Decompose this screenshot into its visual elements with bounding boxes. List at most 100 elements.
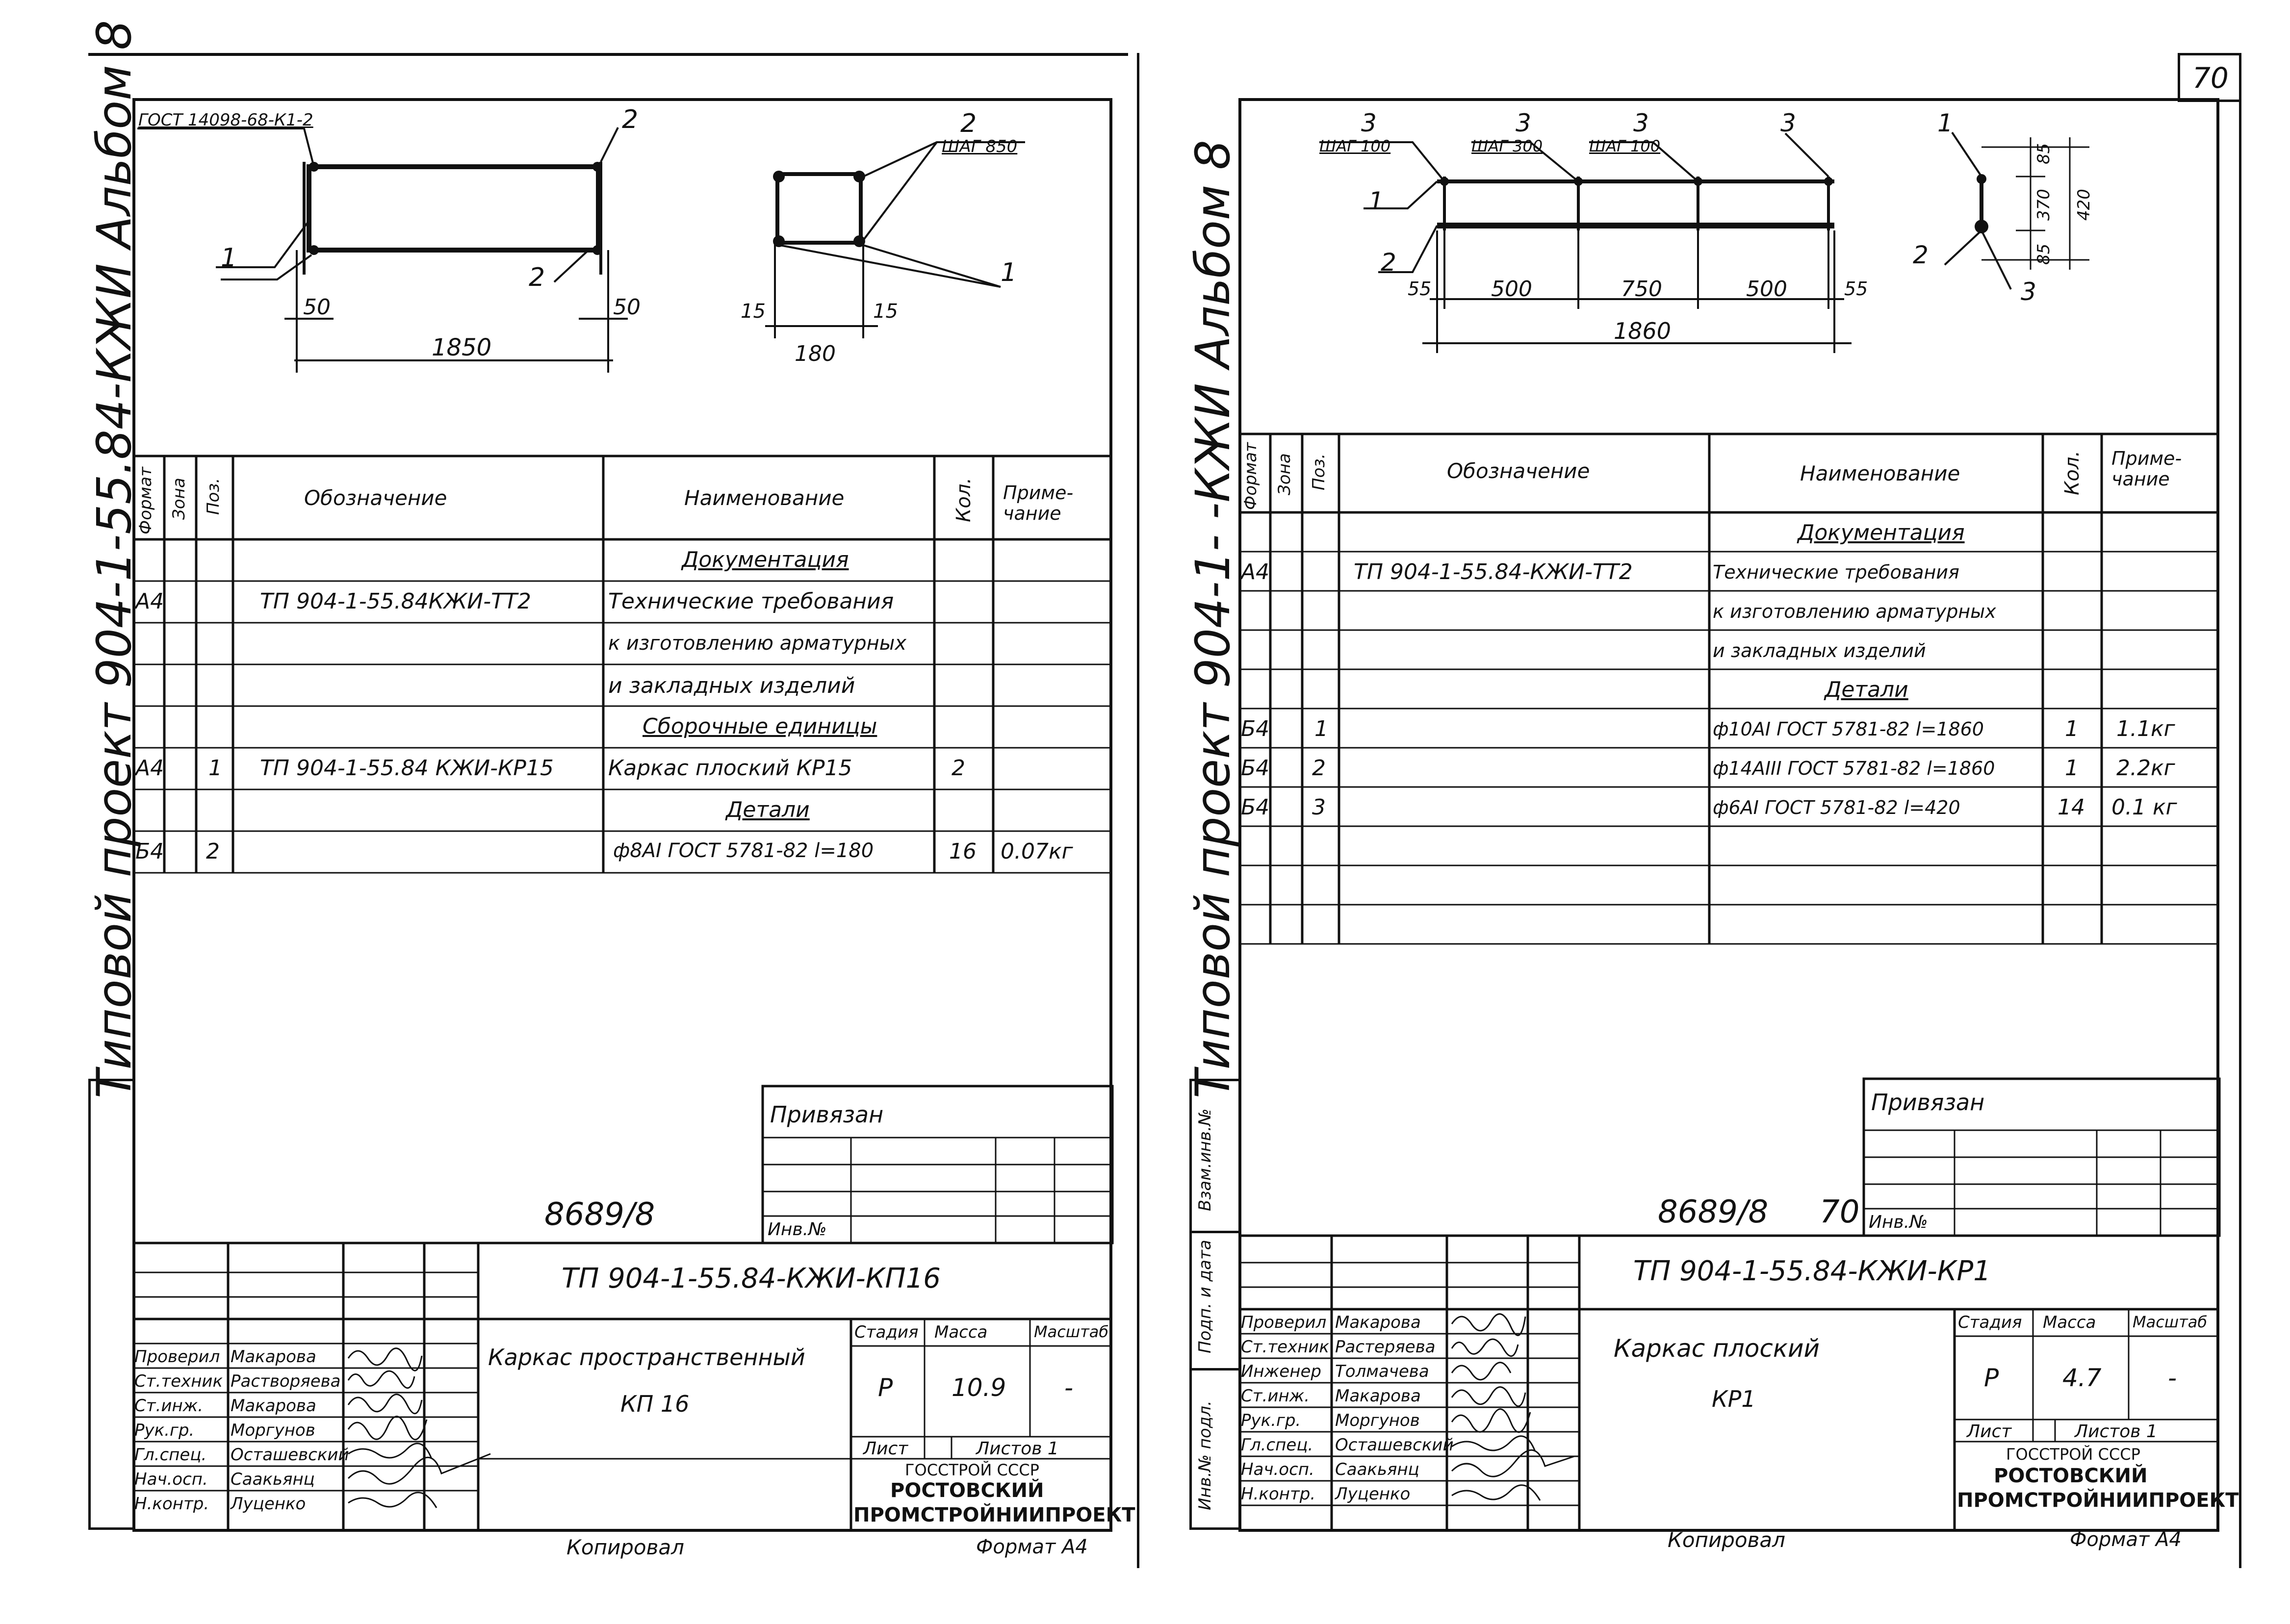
row-pos: 1 <box>208 756 222 781</box>
person-role: Ст.техник <box>1241 1337 1330 1357</box>
right-stage-label: Стадия <box>1958 1313 2022 1332</box>
person-role: Рук.гр. <box>1241 1411 1301 1430</box>
left-step-note: ШАГ 850 <box>942 137 1018 156</box>
right-dim-500b: 500 <box>1746 277 1787 302</box>
right-mass: 4.7 <box>2062 1364 2102 1392</box>
left-callout-2b: 2 <box>529 263 545 292</box>
row-name: ф14АIII ГОСТ 5781-82 l=1860 <box>1713 758 1995 779</box>
row-pos: 2 <box>206 839 220 864</box>
left-org-2: РОСТОВСКИЙ <box>890 1479 1044 1502</box>
person-name: Луценко <box>1335 1484 1411 1504</box>
row-name: к изготовлению арматурных <box>608 632 907 655</box>
row-name: и закладных изделий <box>608 673 855 698</box>
row-name: ф10АI ГОСТ 5781-82 l=1860 <box>1713 718 1984 740</box>
right-c3c-step: ШАГ 100 <box>1589 137 1661 155</box>
right-hdr-name: Наименование <box>1800 461 1960 485</box>
row-name: Документация <box>1798 520 1965 545</box>
left-sheets-label: Листов 1 <box>976 1439 1059 1459</box>
right-hdr-note: Приме-чание <box>2111 448 2182 490</box>
right-dim-750: 750 <box>1621 277 1662 302</box>
person-role: Инженер <box>1241 1362 1321 1381</box>
right-dim-55b: 55 <box>1844 278 1868 300</box>
left-dim-180: 180 <box>795 341 836 366</box>
left-hdr-name: Наименование <box>684 486 845 510</box>
row-name: Технические требования <box>1713 561 1959 583</box>
row-format: А4 <box>135 589 164 614</box>
person-name: Осташевский <box>1335 1435 1454 1455</box>
left-copied: Копировал <box>566 1535 684 1559</box>
person-name: Осташевский <box>231 1445 349 1465</box>
right-dim-500a: 500 <box>1491 277 1532 302</box>
row-qty: 1 <box>2065 756 2079 781</box>
person-name: Макарова <box>1335 1386 1421 1406</box>
person-name: Моргунов <box>231 1421 315 1440</box>
row-note: 1.1кг <box>2116 716 2175 741</box>
left-sheet-label: Лист <box>863 1439 908 1459</box>
left-dim-1850: 1850 <box>432 334 492 361</box>
person-name: Макарова <box>231 1347 316 1367</box>
right-tp-code: ТП 904-1-55.84-КЖИ-КР1 <box>1633 1255 1991 1287</box>
top-rule <box>88 53 1128 56</box>
row-note: 2.2кг <box>2116 756 2175 781</box>
left-gost-note: ГОСТ 14098-68-К1-2 <box>138 110 313 130</box>
left-dim-15b: 15 <box>873 300 898 323</box>
person-role: Рук.гр. <box>134 1421 195 1440</box>
right-hdr-designation: Обозначение <box>1447 459 1590 483</box>
row-format: Б4 <box>1241 795 1270 820</box>
right-c2: 2 <box>1381 248 1396 277</box>
left-title-2: КП 16 <box>620 1391 690 1417</box>
person-name: Растворяева <box>231 1371 341 1391</box>
page-number: 70 <box>2192 61 2229 95</box>
person-role: Ст.техник <box>134 1371 223 1391</box>
row-format: Б4 <box>1241 716 1270 741</box>
row-qty: 16 <box>949 839 977 864</box>
person-role: Гл.спец. <box>1241 1435 1313 1455</box>
right-mass-label: Масса <box>2043 1313 2096 1332</box>
row-designation: ТП 904-1-55.84КЖИ-ТТ2 <box>260 589 531 614</box>
right-org-1: ГОССТРОЙ СССР <box>2006 1445 2140 1464</box>
left-org-1: ГОССТРОЙ СССР <box>905 1461 1039 1479</box>
right-sheet-num: 70 <box>1820 1194 1860 1230</box>
right-scale: - <box>2168 1364 2177 1392</box>
left-callout-2c: 2 <box>960 109 977 138</box>
right-c3b-step: ШАГ 300 <box>1471 137 1543 155</box>
right-format: Формат А4 <box>2070 1528 2182 1551</box>
left-inv-no: Инв.№ <box>768 1219 827 1240</box>
left-sheet-code: 8689/8 <box>544 1196 655 1233</box>
row-name: Сборочные единицы <box>643 714 877 739</box>
person-name: Толмачева <box>1335 1362 1429 1381</box>
right-sheets-label: Листов 1 <box>2075 1421 2158 1442</box>
row-designation: ТП 904-1-55.84 КЖИ-КР15 <box>260 756 554 781</box>
right-org-3: ПРОМСТРОЙНИИПРОЕКТ <box>1957 1489 2239 1512</box>
person-role: Гл.спец. <box>134 1445 207 1465</box>
person-role: Ст.инж. <box>1241 1386 1310 1406</box>
left-scale: - <box>1064 1373 1074 1402</box>
row-name: Документация <box>682 547 849 572</box>
right-c3a-step: ШАГ 100 <box>1319 137 1391 155</box>
row-name: Каркас плоский КР15 <box>608 756 852 781</box>
right-dim-55a: 55 <box>1408 278 1432 300</box>
left-dim-50b: 50 <box>613 295 641 320</box>
person-role: Н.контр. <box>1241 1484 1316 1504</box>
row-pos: 1 <box>1314 716 1328 741</box>
right-copied: Копировал <box>1668 1528 1785 1552</box>
person-name: Растеряева <box>1335 1337 1436 1357</box>
row-name: Детали <box>726 797 810 822</box>
row-name: ф6АI ГОСТ 5781-82 l=420 <box>1713 797 1960 818</box>
left-privyazan: Привязан <box>770 1101 884 1128</box>
person-role: Нач.осп. <box>1241 1460 1314 1479</box>
left-callout-2a: 2 <box>622 105 639 134</box>
right-c3b: 3 <box>1516 109 1531 137</box>
right-dim-1860: 1860 <box>1614 318 1672 344</box>
left-scale-label: Масштаб <box>1034 1322 1109 1341</box>
right-stage: Р <box>1984 1364 1999 1392</box>
row-pos: 3 <box>1312 795 1326 820</box>
right-scale-label: Масштаб <box>2133 1313 2208 1331</box>
right-c3d: 3 <box>1780 109 1796 137</box>
right-margin-div-2 <box>1189 1368 1238 1370</box>
